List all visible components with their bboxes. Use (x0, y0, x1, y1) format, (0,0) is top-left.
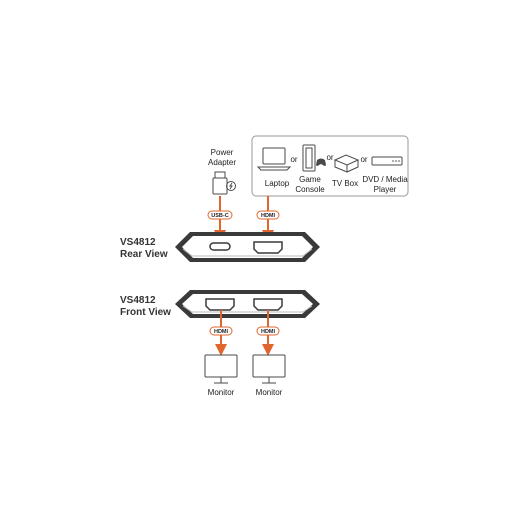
usbc-tag: USB-C (207, 210, 233, 220)
dvd-label-line1: DVD / Media (362, 175, 408, 184)
hdmi-port-front-1 (205, 298, 235, 311)
tv-box-icon (333, 154, 360, 173)
rear-view-model: VS4812 (120, 237, 156, 248)
monitor-label-2: Monitor (256, 388, 283, 397)
monitor-icon-1 (204, 354, 238, 384)
svg-text:USB-C: USB-C (211, 213, 228, 219)
front-view-device (175, 290, 320, 318)
hdmi-tag-front-2: HDMI (256, 326, 280, 336)
monitor-icon-2 (252, 354, 286, 384)
or-label-1: or (290, 155, 297, 164)
hdmi-tag-front-1: HDMI (209, 326, 233, 336)
power-label-line2: Adapter (208, 158, 236, 167)
hdmi-port-rear (253, 241, 283, 254)
laptop-label: Laptop (265, 179, 290, 188)
monitor-label-1: Monitor (208, 388, 235, 397)
power-label-line1: Power (211, 148, 234, 157)
source-devices-box (251, 135, 409, 197)
hdmi-tag-rear: HDMI (256, 210, 280, 220)
or-label-2: or (326, 153, 333, 162)
tv-box-label: TV Box (332, 179, 358, 188)
front-view-model: VS4812 (120, 295, 156, 306)
svg-text:HDMI: HDMI (261, 329, 276, 335)
front-view-label: Front View (120, 307, 171, 318)
laptop-icon (256, 147, 292, 171)
dvd-label-line2: Player (374, 185, 397, 194)
game-console-icon (302, 144, 326, 172)
dvd-player-icon (371, 156, 403, 166)
svg-text:HDMI: HDMI (214, 329, 229, 335)
usbc-port (209, 242, 231, 251)
rear-view-label: Rear View (120, 249, 168, 260)
svg-text:HDMI: HDMI (261, 213, 276, 219)
power-adapter-icon (212, 171, 236, 195)
hdmi-port-front-2 (253, 298, 283, 311)
game-console-label-line2: Console (295, 185, 325, 194)
or-label-3: or (360, 155, 367, 164)
rear-view-device (175, 232, 320, 262)
game-console-label-line1: Game (299, 175, 321, 184)
